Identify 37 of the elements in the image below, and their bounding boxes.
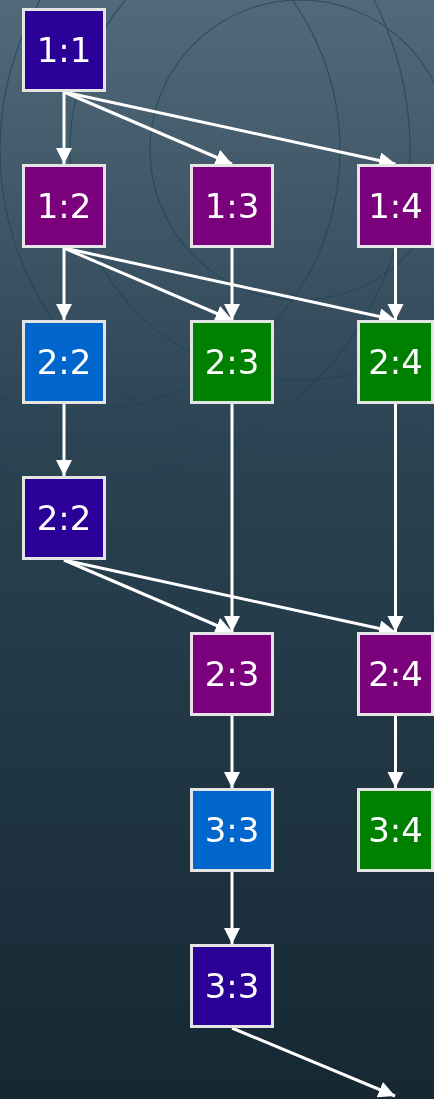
arrow [231,1026,396,1098]
process-box [357,788,434,872]
arrow [55,248,73,320]
node-label: 3:3 [204,810,260,850]
node-label: 2:2 [36,498,92,538]
process-box [357,632,434,716]
arrow [55,404,73,476]
node-label: 1:3 [204,186,260,226]
node-label: 1:1 [36,30,92,70]
node-label: 1:2 [36,186,92,226]
arrow [387,716,404,788]
node-label: 1:4 [368,186,423,226]
process-box [22,8,106,92]
process-box [190,320,274,404]
arrow [55,92,73,164]
process-box [190,944,274,1028]
arrow [223,716,241,788]
arrow [387,404,404,632]
process-box [190,632,274,716]
process-box [22,476,106,560]
node-label: 2:4 [368,654,423,694]
arrow [387,248,404,320]
node-label: 3:4 [368,810,423,850]
node-label: 2:3 [204,342,260,382]
node-label: 2:2 [36,342,92,382]
process-box [357,164,434,248]
process-box [190,788,274,872]
node-label: 2:3 [204,654,260,694]
process-box [190,164,274,248]
process-box [22,164,106,248]
node-label: 3:3 [204,966,260,1006]
arrow [223,248,241,320]
process-box [22,320,106,404]
arrow [223,872,241,944]
arrow [223,404,241,632]
node-label: 2:4 [368,342,423,382]
process-box [357,320,434,404]
